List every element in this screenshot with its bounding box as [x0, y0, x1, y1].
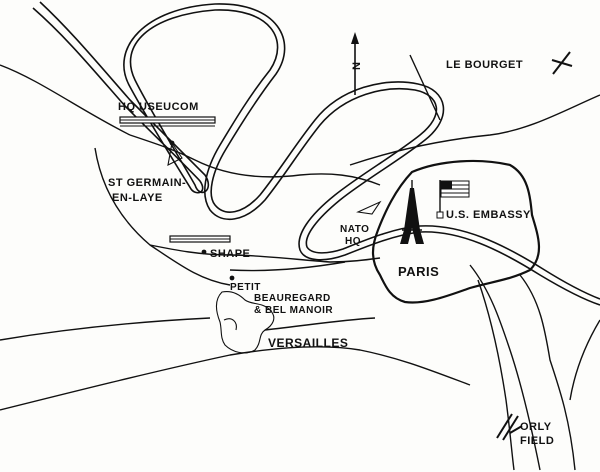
- roads: [0, 54, 600, 471]
- st-germain-dot: [169, 140, 175, 146]
- label-nato-1: NATO: [340, 224, 369, 235]
- paris-boundary: [371, 159, 540, 304]
- label-st-germain-1: ST GERMAIN-: [108, 177, 186, 189]
- versailles-inner: [223, 318, 237, 331]
- label-versailles: VERSAILLES: [268, 336, 348, 350]
- label-us-embassy: U.S. EMBASSY: [446, 209, 531, 221]
- label-nato-2: HQ: [345, 236, 361, 247]
- versailles-area: [215, 291, 275, 354]
- label-orly-2: FIELD: [520, 435, 554, 447]
- hq-useucom-marker: [119, 116, 216, 127]
- nato-hq-marker: [356, 200, 382, 215]
- petit-beauregard-dot: [229, 275, 235, 281]
- label-le-bourget: LE BOURGET: [446, 59, 523, 71]
- label-petit: PETIT: [230, 282, 261, 293]
- label-st-germain-2: EN-LAYE: [112, 192, 163, 204]
- seine-river: [32, 1, 600, 306]
- label-orly-1: ORLY: [520, 421, 552, 433]
- st-germain-link: [167, 141, 183, 166]
- airplane-icon: [551, 51, 573, 75]
- shape-dot: [201, 249, 207, 255]
- label-paris: PARIS: [398, 264, 439, 279]
- label-hq-useucom: HQ USEUCOM: [118, 101, 199, 113]
- north-arrow-icon: [351, 32, 359, 95]
- label-bel-manoir: & BEL MANOIR: [254, 305, 333, 316]
- label-beauregard: BEAUREGARD: [254, 293, 331, 304]
- shape-marker: [169, 235, 231, 243]
- eiffel-tower-icon: [400, 180, 424, 244]
- label-north: N: [351, 62, 363, 70]
- us-flag-icon: [436, 180, 470, 219]
- runway-icon: [496, 413, 523, 441]
- label-shape: SHAPE: [210, 248, 250, 260]
